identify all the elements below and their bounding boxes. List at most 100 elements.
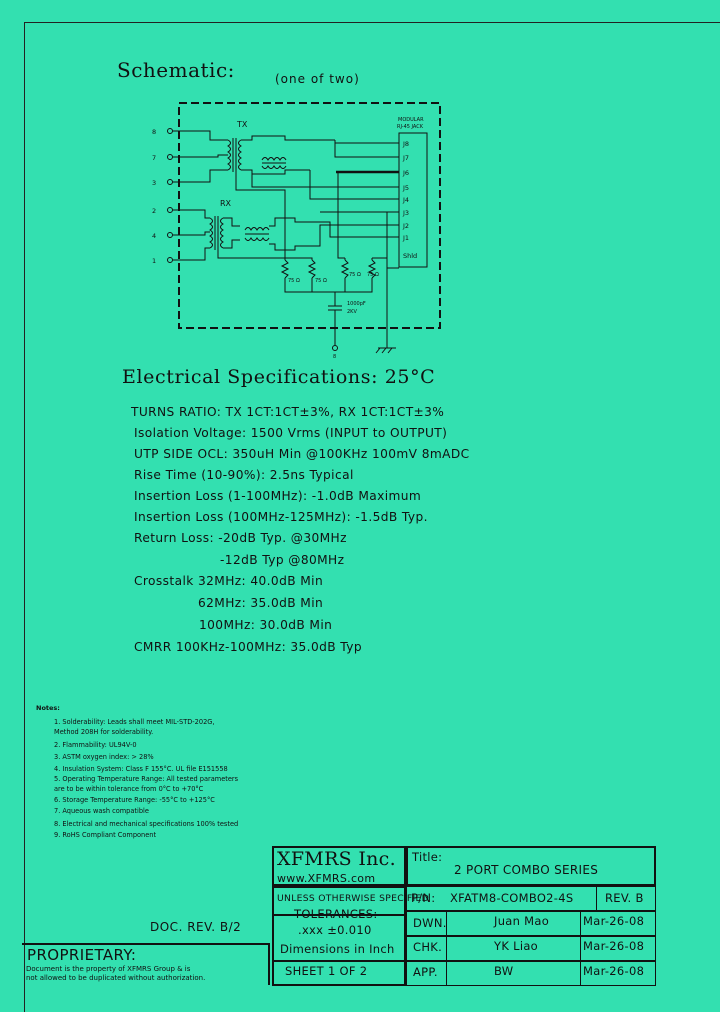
note-line: 9. RoHS Compliant Component	[54, 831, 157, 839]
spec-line: Crosstalk 32MHz: 40.0dB Min	[134, 574, 324, 588]
pin-circle	[167, 232, 173, 238]
module-outline	[178, 102, 441, 329]
proprietary-title: PROPRIETARY:	[27, 946, 137, 964]
revision: REV. B	[605, 891, 644, 905]
note-line: are to be within tolerance from 0°C to +…	[54, 785, 204, 793]
ground-pin-label: 8	[333, 354, 336, 360]
title-cell	[406, 846, 656, 886]
schematic-title: Schematic:	[117, 58, 235, 82]
tolerances-label: TOLERANCES:	[294, 907, 378, 921]
doc-revision: DOC. REV. B/2	[150, 920, 242, 934]
pin-label: 3	[152, 179, 156, 187]
notes-heading: Notes:	[36, 704, 60, 712]
pn-cell	[406, 886, 656, 911]
company-name: XFMRS Inc.	[277, 848, 396, 870]
pin-label: 8	[152, 128, 156, 136]
approval-name: BW	[494, 964, 514, 978]
title-value: 2 PORT COMBO SERIES	[454, 863, 599, 877]
resistor	[367, 259, 377, 279]
spec-line: -12dB Typ @80MHz	[220, 553, 345, 567]
capacitor-label: 2KV	[347, 309, 357, 315]
jack-pin-label: Shld	[403, 252, 417, 260]
approval-name: Juan Mao	[494, 914, 550, 928]
sheet-number: SHEET 1 OF 2	[285, 964, 368, 978]
ground-pin-circle	[332, 345, 338, 351]
note-line: Method 208H for solderability.	[54, 728, 154, 736]
dimensions-label: Dimensions in Inch	[280, 942, 395, 956]
rx-primary-coil	[209, 217, 213, 249]
approval-row	[406, 911, 656, 936]
proprietary-box	[22, 943, 270, 985]
approval-name: YK Liao	[494, 939, 539, 953]
pin-circle	[167, 207, 173, 213]
jack-pin-label: J4	[402, 196, 409, 204]
jack-pin-label: J5	[402, 184, 409, 192]
schematic-subtitle: (one of two)	[275, 72, 360, 86]
tolerance-value: .xxx ±0.010	[298, 923, 372, 937]
divider	[274, 960, 404, 962]
proprietary-line: Document is the property of XFMRS Group …	[26, 965, 191, 973]
company-cell	[272, 846, 406, 886]
resistor-label: 75 Ω	[367, 272, 379, 278]
approval-date: Mar-26-08	[583, 964, 645, 978]
drawing-border	[24, 22, 720, 1012]
proprietary-line: not allowed to be duplicated without aut…	[26, 974, 206, 982]
rx-label: RX	[220, 199, 232, 208]
pin-label: 4	[152, 232, 156, 240]
capacitor-label: 1000pF	[347, 301, 366, 307]
pin-label: 2	[152, 207, 156, 215]
note-line: 4. Insulation System: Class F 155°C. UL …	[54, 765, 228, 773]
title-label: Title:	[412, 850, 443, 864]
approval-role: CHK.	[413, 940, 443, 954]
jack-pin-label: J3	[402, 209, 409, 217]
resistor-label: 75 Ω	[349, 272, 361, 278]
tx-choke	[261, 157, 287, 161]
note-line: 6. Storage Temperature Range: -55°C to +…	[54, 796, 215, 804]
divider	[596, 886, 597, 911]
note-line: 1. Solderability: Leads shall meet MIL-S…	[54, 718, 215, 726]
note-line: 3. ASTM oxygen index: > 28%	[54, 753, 154, 761]
jack-label: RJ-45 JACK	[397, 124, 424, 130]
jack-pin-label: J7	[402, 154, 409, 162]
note-line: 8. Electrical and mechanical specificati…	[54, 820, 239, 828]
rj45-jack-box	[398, 132, 428, 268]
pin-circle	[167, 128, 173, 134]
divider	[274, 914, 404, 916]
approval-date: Mar-26-08	[583, 914, 645, 928]
approval-role: DWN.	[413, 916, 447, 930]
part-number: XFATM8-COMBO2-4S	[450, 891, 574, 905]
tolerance-cell	[272, 886, 406, 986]
tx-secondary-coil	[238, 139, 242, 171]
approval-role: APP.	[413, 965, 438, 979]
jack-label: MODULAR	[398, 117, 424, 123]
spec-line: Insertion Loss (1-100MHz): -1.0dB Maximu…	[134, 489, 422, 503]
approval-row	[406, 936, 656, 961]
divider	[446, 911, 447, 986]
resistor	[280, 259, 290, 279]
resistor-label: 75 Ω	[315, 278, 327, 284]
company-website: www.XFMRS.com	[277, 872, 376, 885]
pin-label: 1	[152, 257, 156, 265]
resistor	[307, 259, 317, 279]
spec-line: CMRR 100KHz-100MHz: 35.0dB Typ	[134, 640, 362, 654]
pn-label: P/N:	[411, 891, 436, 905]
pin-circle	[167, 179, 173, 185]
spec-line: TURNS RATIO: TX 1CT:1CT±3%, RX 1CT:1CT±3…	[131, 405, 445, 419]
electrical-title: Electrical Specifications: 25°C	[122, 366, 436, 388]
spec-line: Rise Time (10-90%): 2.5ns Typical	[134, 468, 354, 482]
jack-pin-label: J2	[402, 222, 409, 230]
tx-label: TX	[236, 120, 248, 129]
schematic-diagram: 8 7 3 2 4 1 TX RX MODULAR RJ-45 JACK J8 …	[152, 102, 441, 360]
spec-line: Isolation Voltage: 1500 Vrms (INPUT to O…	[134, 426, 448, 440]
resistor	[340, 259, 350, 279]
spec-line: UTP SIDE OCL: 350uH Min @100KHz 100mV 8m…	[134, 447, 470, 461]
spec-line: 100MHz: 30.0dB Min	[199, 618, 333, 632]
note-line: 2. Flammability: UL94V-0	[54, 741, 137, 749]
unless-specified: UNLESS OTHERWISE SPECIFIED	[277, 893, 429, 904]
pin-circle	[167, 257, 173, 263]
divider	[580, 911, 581, 986]
pin-circle	[167, 154, 173, 160]
note-line: 7. Aqueous wash compatible	[54, 807, 149, 815]
tx-primary-coil	[227, 139, 231, 171]
spec-line: 62MHz: 35.0dB Min	[198, 596, 324, 610]
